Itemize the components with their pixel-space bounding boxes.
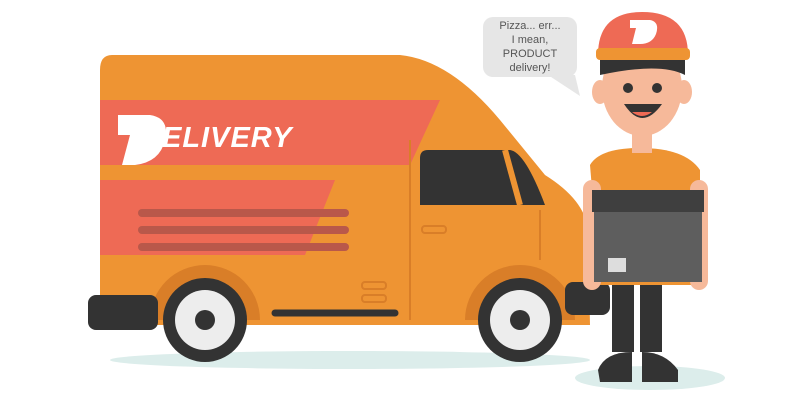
van-logo-icon [118,115,166,165]
ground-shadow [110,351,590,369]
speech-line: I mean, PRODUCT [502,34,558,60]
van-brand-text: ELIVERY [162,122,293,154]
speech-bubble: Pizza... err... I mean, PRODUCT delivery… [483,17,577,77]
package-label [608,258,626,272]
rear-wheel-icon [163,278,247,362]
van-stripe-top [100,100,440,165]
front-wheel-icon [478,278,562,362]
front-bumper [565,282,610,315]
speech-line: Pizza... err... [499,20,561,32]
speech-line: delivery! [509,62,551,74]
rear-bumper [88,295,158,330]
van-stripe-lines [138,209,349,251]
van-stripe-bottom [100,180,335,255]
cap-logo-icon [630,20,658,44]
